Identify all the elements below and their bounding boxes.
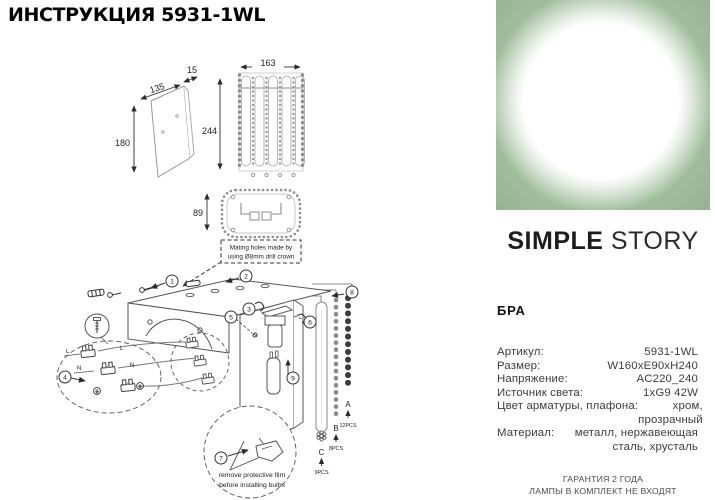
assembly-diagram: L L N N — [56, 269, 359, 499]
warranty-note: ГАРАНТИЯ 2 ГОДА ЛАМПЫ В КОМПЛЕКТ НЕ ВХОД… — [496, 474, 710, 497]
film-note-line-1: remove protective film — [219, 472, 286, 479]
lamp-front-view: 163 244 — [202, 58, 305, 178]
spec-value: AC220_240 — [636, 373, 698, 385]
film-detail: remove protective film before installing… — [203, 405, 297, 499]
callout-4: 4 — [63, 374, 67, 381]
spec-row-article: Артикул: 5931-1WL — [497, 346, 698, 360]
spec-label: Источник света: — [497, 386, 584, 399]
dim-front-height: 244 — [202, 126, 217, 136]
wall-anchor — [87, 279, 201, 298]
technical-drawings: 135 15 180 163 — [56, 58, 359, 499]
strand-c-qty: 9PCS — [314, 470, 328, 476]
callout-7: 7 — [219, 455, 223, 462]
strand-a-label: A — [345, 400, 351, 409]
hook-tool-icon — [254, 301, 265, 312]
strand-c-label: C — [319, 448, 325, 457]
film-note-line-2: before installing bulbs — [219, 482, 285, 489]
product-type-label: БРА — [497, 303, 526, 318]
spec-label: Напряжение: — [497, 373, 568, 385]
spec-row-light-source: Источник света: 1xG9 42W — [497, 387, 698, 401]
callout-5: 5 — [229, 314, 233, 321]
wire-label-neutral-2: N — [130, 363, 134, 369]
wire-label-live-1: L — [66, 349, 70, 355]
spec-row-size: Размер: W160xE90xH240 — [497, 360, 698, 374]
spec-value: W160xE90xH240 — [607, 359, 698, 372]
page-title: ИНСТРУКЦИЯ 5931-1WL — [8, 4, 266, 26]
spec-value: хром, прозрачный — [638, 400, 703, 426]
note-line-1: Mating holes made by — [230, 245, 293, 252]
spec-row-voltage: Напряжение: AC220_240 — [497, 373, 698, 387]
spec-label: Цвет арматуры, плафона: — [497, 400, 639, 412]
strand-a-qty: 12PCS — [339, 423, 356, 429]
wire-label-live-2: L — [120, 346, 124, 352]
warranty-line-2: ЛАМПЫ В КОМПЛЕКТ НЕ ВХОДЯТ — [529, 485, 677, 496]
brand-logo: SIMPLE STORY — [496, 227, 710, 256]
note-line-2: using Ø8mm drill crown — [228, 254, 295, 261]
spec-row-color: Цвет арматуры, плафона: хром, прозрачный — [497, 400, 703, 427]
brand-word-simple: SIMPLE — [507, 227, 604, 255]
wire-label-neutral-1: N — [77, 366, 81, 372]
spec-row-material: Материал: металл, нержавеющая сталь, хру… — [497, 427, 698, 454]
callout-1: 1 — [170, 278, 174, 285]
ground-symbol — [93, 387, 101, 395]
wall-bracket — [127, 278, 332, 354]
spec-value: 1xG9 42W — [642, 386, 698, 399]
plate-side-view: 135 15 180 — [115, 65, 198, 178]
callout-6: 6 — [308, 319, 312, 326]
wiring-detail: L L N N — [56, 340, 203, 414]
spec-value: металл, нержавеющая сталь, хрусталь — [574, 427, 698, 453]
dim-plate-height: 180 — [115, 138, 130, 148]
callout-9: 9 — [291, 375, 295, 382]
spec-label: Материал: — [497, 427, 555, 439]
screw-detail — [84, 313, 110, 345]
strand-b-label: B — [333, 424, 338, 433]
spec-list: Артикул: 5931-1WL Размер: W160xE90xH240 … — [497, 346, 703, 454]
dim-top-height: 89 — [193, 208, 203, 218]
crystal-strands: A 12PCS B 8PCS C 9PCS — [314, 295, 357, 476]
callout-8: 8 — [350, 289, 354, 296]
mating-holes-note: Mating holes made by using Ø8mm drill cr… — [182, 239, 302, 287]
callout-2: 2 — [244, 273, 248, 280]
mounted-connectors — [170, 332, 230, 392]
dim-plate-width: 135 — [148, 81, 165, 95]
strand-b-qty: 8PCS — [329, 446, 343, 452]
callout-3: 3 — [247, 306, 251, 313]
brand-word-story: STORY — [610, 227, 699, 255]
callout-markers: 1 2 3 4 5 6 7 8 9 — [58, 269, 359, 465]
dim-front-width: 163 — [260, 58, 275, 68]
lamp-top-view: 89 — [193, 188, 302, 239]
dim-plate-depth: 15 — [187, 65, 197, 75]
spec-label: Артикул: — [497, 346, 544, 358]
product-photo — [496, 0, 710, 210]
spec-label: Размер: — [497, 359, 541, 372]
spec-value: 5931-1WL — [644, 346, 698, 358]
warranty-line-1: ГАРАНТИЯ 2 ГОДА — [562, 474, 644, 484]
